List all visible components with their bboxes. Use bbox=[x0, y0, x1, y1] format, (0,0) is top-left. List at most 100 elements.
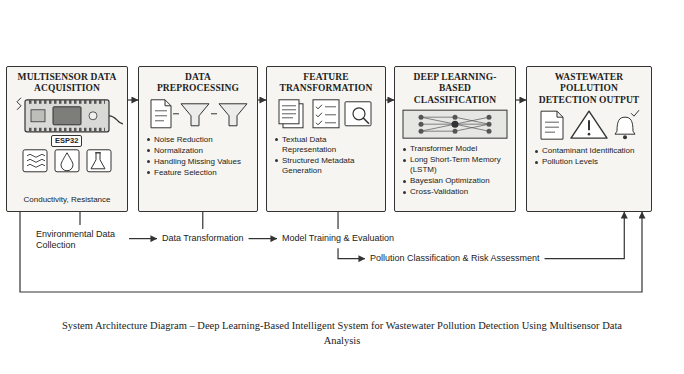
neural-network-image bbox=[403, 110, 507, 138]
icon-stroke bbox=[279, 100, 299, 124]
flow-arrow bbox=[338, 248, 365, 258]
flow-arrow bbox=[202, 212, 203, 229]
icon-stroke bbox=[571, 111, 607, 138]
icon-stroke bbox=[61, 153, 73, 171]
icon-stroke bbox=[541, 111, 563, 139]
box-fill bbox=[138, 66, 258, 212]
body-text: Pollution Classification & Risk Assessme… bbox=[370, 253, 540, 264]
process-box: DATA PREPROCESSING Noise ReductionNormali… bbox=[138, 66, 258, 212]
flow-arrow bbox=[516, 99, 526, 100]
icon-stroke bbox=[316, 105, 322, 125]
bullet-item: Normalization bbox=[145, 146, 251, 156]
flow-arrow bbox=[258, 99, 266, 100]
body-text: Data Transformation bbox=[162, 233, 244, 244]
box-heading: WASTEWATER POLLUTION DETECTION OUTPUT bbox=[533, 72, 645, 106]
icon-stroke bbox=[29, 128, 105, 132]
process-box: MULTISENSOR DATA ACQUISITIONESP32Conduct… bbox=[6, 66, 128, 212]
stage-label: Pollution Classification & Risk Assessme… bbox=[368, 252, 542, 265]
alert-icons bbox=[541, 110, 639, 139]
bullet-item: Feature Selection bbox=[145, 168, 251, 178]
process-box: WASTEWATER POLLUTION DETECTION OUTPUT Con… bbox=[526, 66, 652, 212]
icon-stroke bbox=[487, 122, 492, 127]
bullet-item: Bayesian Optimization bbox=[401, 176, 509, 186]
icon-slot bbox=[533, 109, 645, 141]
flow-arrow bbox=[129, 238, 157, 239]
stage-label: Model Training & Evaluation bbox=[280, 232, 396, 245]
process-box: FEATURE TRANSFORMATION Textual Data Repre… bbox=[266, 66, 386, 212]
icon-stroke bbox=[151, 100, 171, 128]
flow-arrow bbox=[20, 212, 642, 292]
icon-stroke bbox=[487, 115, 492, 120]
icon-stroke bbox=[27, 154, 45, 167]
icon-slot bbox=[145, 98, 251, 130]
icon-stroke bbox=[173, 113, 179, 114]
box-fill bbox=[6, 66, 128, 212]
icon-stroke bbox=[55, 150, 79, 172]
icon-stroke bbox=[623, 135, 627, 139]
preprocessing-icons bbox=[151, 100, 247, 128]
icon-stroke bbox=[588, 133, 591, 136]
icon-stroke bbox=[25, 100, 109, 132]
flow-arrow bbox=[249, 238, 277, 239]
bullet-item: Handling Missing Values bbox=[145, 157, 251, 167]
box-fill bbox=[266, 66, 386, 212]
flow-arrow bbox=[128, 99, 138, 100]
bullet-item: Textual Data Representation bbox=[273, 135, 379, 155]
bullet-item: Structured Metadata Generation bbox=[273, 156, 379, 176]
stage-label: Data Transformation bbox=[160, 232, 246, 245]
bullet-item: Noise Reduction bbox=[145, 135, 251, 145]
icon-stroke bbox=[31, 110, 45, 122]
box-heading: DEEP LEARNING-BASED CLASSIFICATION bbox=[401, 72, 509, 106]
box-fills bbox=[6, 66, 652, 212]
icon-stroke bbox=[53, 107, 81, 125]
box-fill bbox=[394, 66, 516, 212]
icon-stroke bbox=[91, 153, 105, 169]
transformation-icons bbox=[279, 100, 371, 128]
icon-stroke bbox=[419, 122, 424, 127]
icon-stroke bbox=[23, 150, 47, 172]
flow-arrow bbox=[337, 212, 338, 229]
box-heading: FEATURE TRANSFORMATION bbox=[273, 72, 379, 95]
body-text: Model Training & Evaluation bbox=[282, 233, 394, 244]
icon-stroke bbox=[453, 115, 458, 120]
icon-stroke bbox=[181, 104, 209, 126]
icon-stroke bbox=[545, 122, 559, 132]
icon-slot bbox=[401, 109, 509, 139]
connectors bbox=[20, 100, 642, 292]
body-text: Conductivity, Resistance bbox=[13, 195, 121, 205]
icon-stroke bbox=[419, 115, 424, 120]
icon-stroke bbox=[89, 112, 97, 120]
icon-stroke bbox=[363, 118, 369, 124]
icon-stroke bbox=[345, 102, 371, 126]
icon-stroke bbox=[419, 129, 424, 134]
icon-slot bbox=[273, 98, 379, 130]
icon-slot: ESP32 bbox=[13, 98, 121, 176]
flow-arrow bbox=[386, 99, 394, 100]
icon-stroke bbox=[615, 117, 635, 134]
icon-stroke bbox=[155, 111, 167, 121]
body-text: Environmental Data Collection bbox=[36, 229, 124, 252]
icon-stroke bbox=[487, 129, 492, 134]
icon-stroke bbox=[109, 116, 123, 124]
box-heading: DATA PREPROCESSING bbox=[145, 72, 251, 95]
icon-stroke bbox=[403, 110, 507, 138]
bullet-item: Transformer Model bbox=[401, 144, 509, 154]
icon-stroke bbox=[87, 150, 111, 172]
box-fill bbox=[526, 66, 652, 212]
icon-stroke bbox=[29, 100, 105, 104]
bullet-item: Long Short-Term Memory (LSTM) bbox=[401, 155, 509, 175]
icon-stroke bbox=[453, 129, 458, 134]
icon-stroke bbox=[325, 107, 336, 123]
icon-stroke bbox=[211, 113, 217, 114]
stage-label: Environmental Data Collection bbox=[34, 228, 126, 253]
flow-arrow bbox=[545, 212, 625, 259]
bullet-item: Cross-Validation bbox=[401, 187, 509, 197]
flow-arrow bbox=[79, 212, 80, 225]
icon-stroke bbox=[452, 121, 459, 128]
chip-label: ESP32 bbox=[51, 135, 82, 147]
icon-stroke bbox=[219, 104, 247, 126]
bullet-item: Contaminant Identification bbox=[533, 146, 645, 156]
